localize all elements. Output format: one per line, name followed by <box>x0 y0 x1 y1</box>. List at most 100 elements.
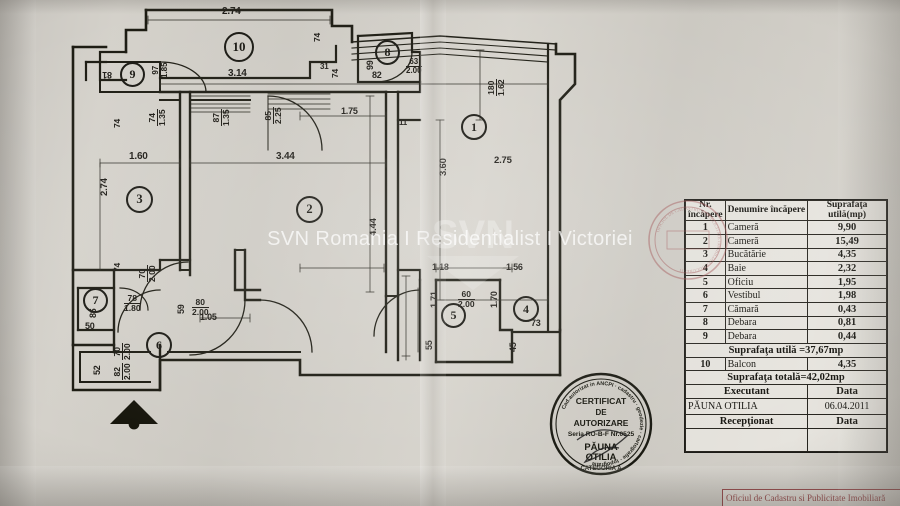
door-dim-denominator: 2.00 <box>406 66 422 75</box>
room-label-5: 5 <box>450 308 457 322</box>
cell-nr: 7 <box>685 301 726 317</box>
room-bubble-8: 8 <box>375 40 400 65</box>
door-dim-numerator: 74 <box>147 113 157 123</box>
door-dim-74-135: 74 1.35 <box>147 109 167 126</box>
dim-1.71: 1.71 <box>429 291 439 308</box>
cell-name: Cămară <box>724 301 809 317</box>
room-bubble-3: 3 <box>126 186 153 213</box>
cell-area: 0,43 <box>807 301 887 317</box>
dim-1.18: 1.18 <box>432 262 449 272</box>
door-dim-denominator: 1.35 <box>220 109 231 126</box>
cell-nr: 9 <box>685 329 726 344</box>
room-bubble-7: 7 <box>83 288 108 313</box>
door-dim-denominator: 2.00 <box>121 343 132 360</box>
room-label-9: 9 <box>129 67 136 81</box>
dim-1.05: 1.05 <box>200 312 217 322</box>
cell-area: 15,49 <box>807 233 887 249</box>
door-dim-70-200-a: 70 2.00 <box>137 265 157 282</box>
dim-2.75: 2.75 <box>494 155 512 166</box>
room-bubble-6: 6 <box>146 332 172 358</box>
room-label-2: 2 <box>306 202 313 216</box>
dim-81: 81 <box>102 70 112 80</box>
north-arrow-icon <box>110 400 158 430</box>
dim-1.75: 1.75 <box>341 106 358 116</box>
dim-82: 82 <box>372 70 382 80</box>
cell-receptionat-value <box>684 428 809 453</box>
cell-receptionat-header: Recepţionat <box>684 414 809 430</box>
door-dim-numerator: 97 <box>151 65 160 75</box>
cell-nr: 5 <box>685 274 726 290</box>
door-dim-denominator: 2.00 <box>121 363 132 380</box>
door-dim-numerator: 82 <box>112 367 122 377</box>
cell-name: Oficiu <box>724 274 809 290</box>
door-dim-denominator: 1.35 <box>156 109 167 126</box>
cell-area: 0,81 <box>807 315 887 331</box>
cell-area: 1,98 <box>807 288 887 303</box>
room-label-1: 1 <box>471 119 477 134</box>
room-label-7: 7 <box>92 293 99 307</box>
room-label-10: 10 <box>232 39 246 54</box>
dim-86: 86 <box>88 308 98 318</box>
room-label-4: 4 <box>523 301 529 316</box>
door-dim-denominator: 2.25 <box>272 107 283 124</box>
door-dim-180-162: 180 1.62 <box>486 79 506 96</box>
room-label-8: 8 <box>384 45 391 59</box>
door-dim-80-200: 80 2.00 <box>192 298 209 316</box>
dim-11: 11 <box>399 118 408 127</box>
cell-area: 1,95 <box>807 274 887 290</box>
col-header-nr: Nr. încăpere <box>685 199 726 222</box>
cell-name: Debara <box>724 315 809 331</box>
room-label-3: 3 <box>136 192 143 206</box>
cell-area: 2,32 <box>807 261 887 276</box>
door-dim-numerator: 80 <box>195 297 205 307</box>
door-dim-numerator: 63 <box>409 57 419 66</box>
cell-name: Balcon <box>724 356 809 372</box>
dim-3.14: 3.14 <box>228 68 247 79</box>
cell-name: Baie <box>724 261 809 276</box>
dim-73: 73 <box>531 318 541 328</box>
cell-nr: 2 <box>685 233 726 249</box>
door-dim-denominator: 2.00 <box>458 298 475 309</box>
dim-74-a: 74 <box>312 32 322 42</box>
table-row-subtotal: Suprafaţa utilă =37,67mp <box>685 342 887 358</box>
cell-total: Suprafaţa totală=42,02mp <box>685 370 887 386</box>
dim-3.60: 3.60 <box>438 158 449 176</box>
cell-nr: 1 <box>685 220 726 235</box>
table-header-row: Nr. încăpere Denumire încăpere Suprafaţa… <box>685 199 887 222</box>
door-dim-denominator: 2.00 <box>192 306 209 317</box>
door-dim-85-225: 85 2.25 <box>263 107 283 124</box>
door-dim-numerator: 70 <box>137 269 147 279</box>
cell-area: 9,90 <box>807 220 887 235</box>
cell-area: 4,35 <box>807 247 887 263</box>
door-dim-numerator: 78 <box>127 293 137 303</box>
door-dim-denominator: 1.85 <box>160 62 169 78</box>
dim-4.44: 4.44 <box>368 218 379 236</box>
dim-45: 45 <box>508 342 518 352</box>
cell-executant-value: PĂUNA OTILIA <box>684 398 809 416</box>
cell-name: Vestibul <box>724 288 809 303</box>
door-dim-numerator: 60 <box>461 289 471 299</box>
cell-nr: 10 <box>685 356 726 372</box>
cell-nr: 3 <box>685 247 726 263</box>
table-row-total: Suprafaţa totală=42,02mp <box>685 370 887 386</box>
cell-data-header: Data <box>807 384 887 400</box>
door-dim-denominator: 1.80 <box>124 302 141 313</box>
cell-area: 4,35 <box>807 356 887 372</box>
door-dim-denominator: 2.00 <box>146 265 157 282</box>
dim-74-c: 74 <box>112 118 122 128</box>
door-dim-63-200: 63 2.00 <box>406 58 422 75</box>
cell-name: Cameră <box>724 233 809 249</box>
cell-nr: 8 <box>685 315 726 331</box>
dim-1.60: 1.60 <box>129 151 148 162</box>
